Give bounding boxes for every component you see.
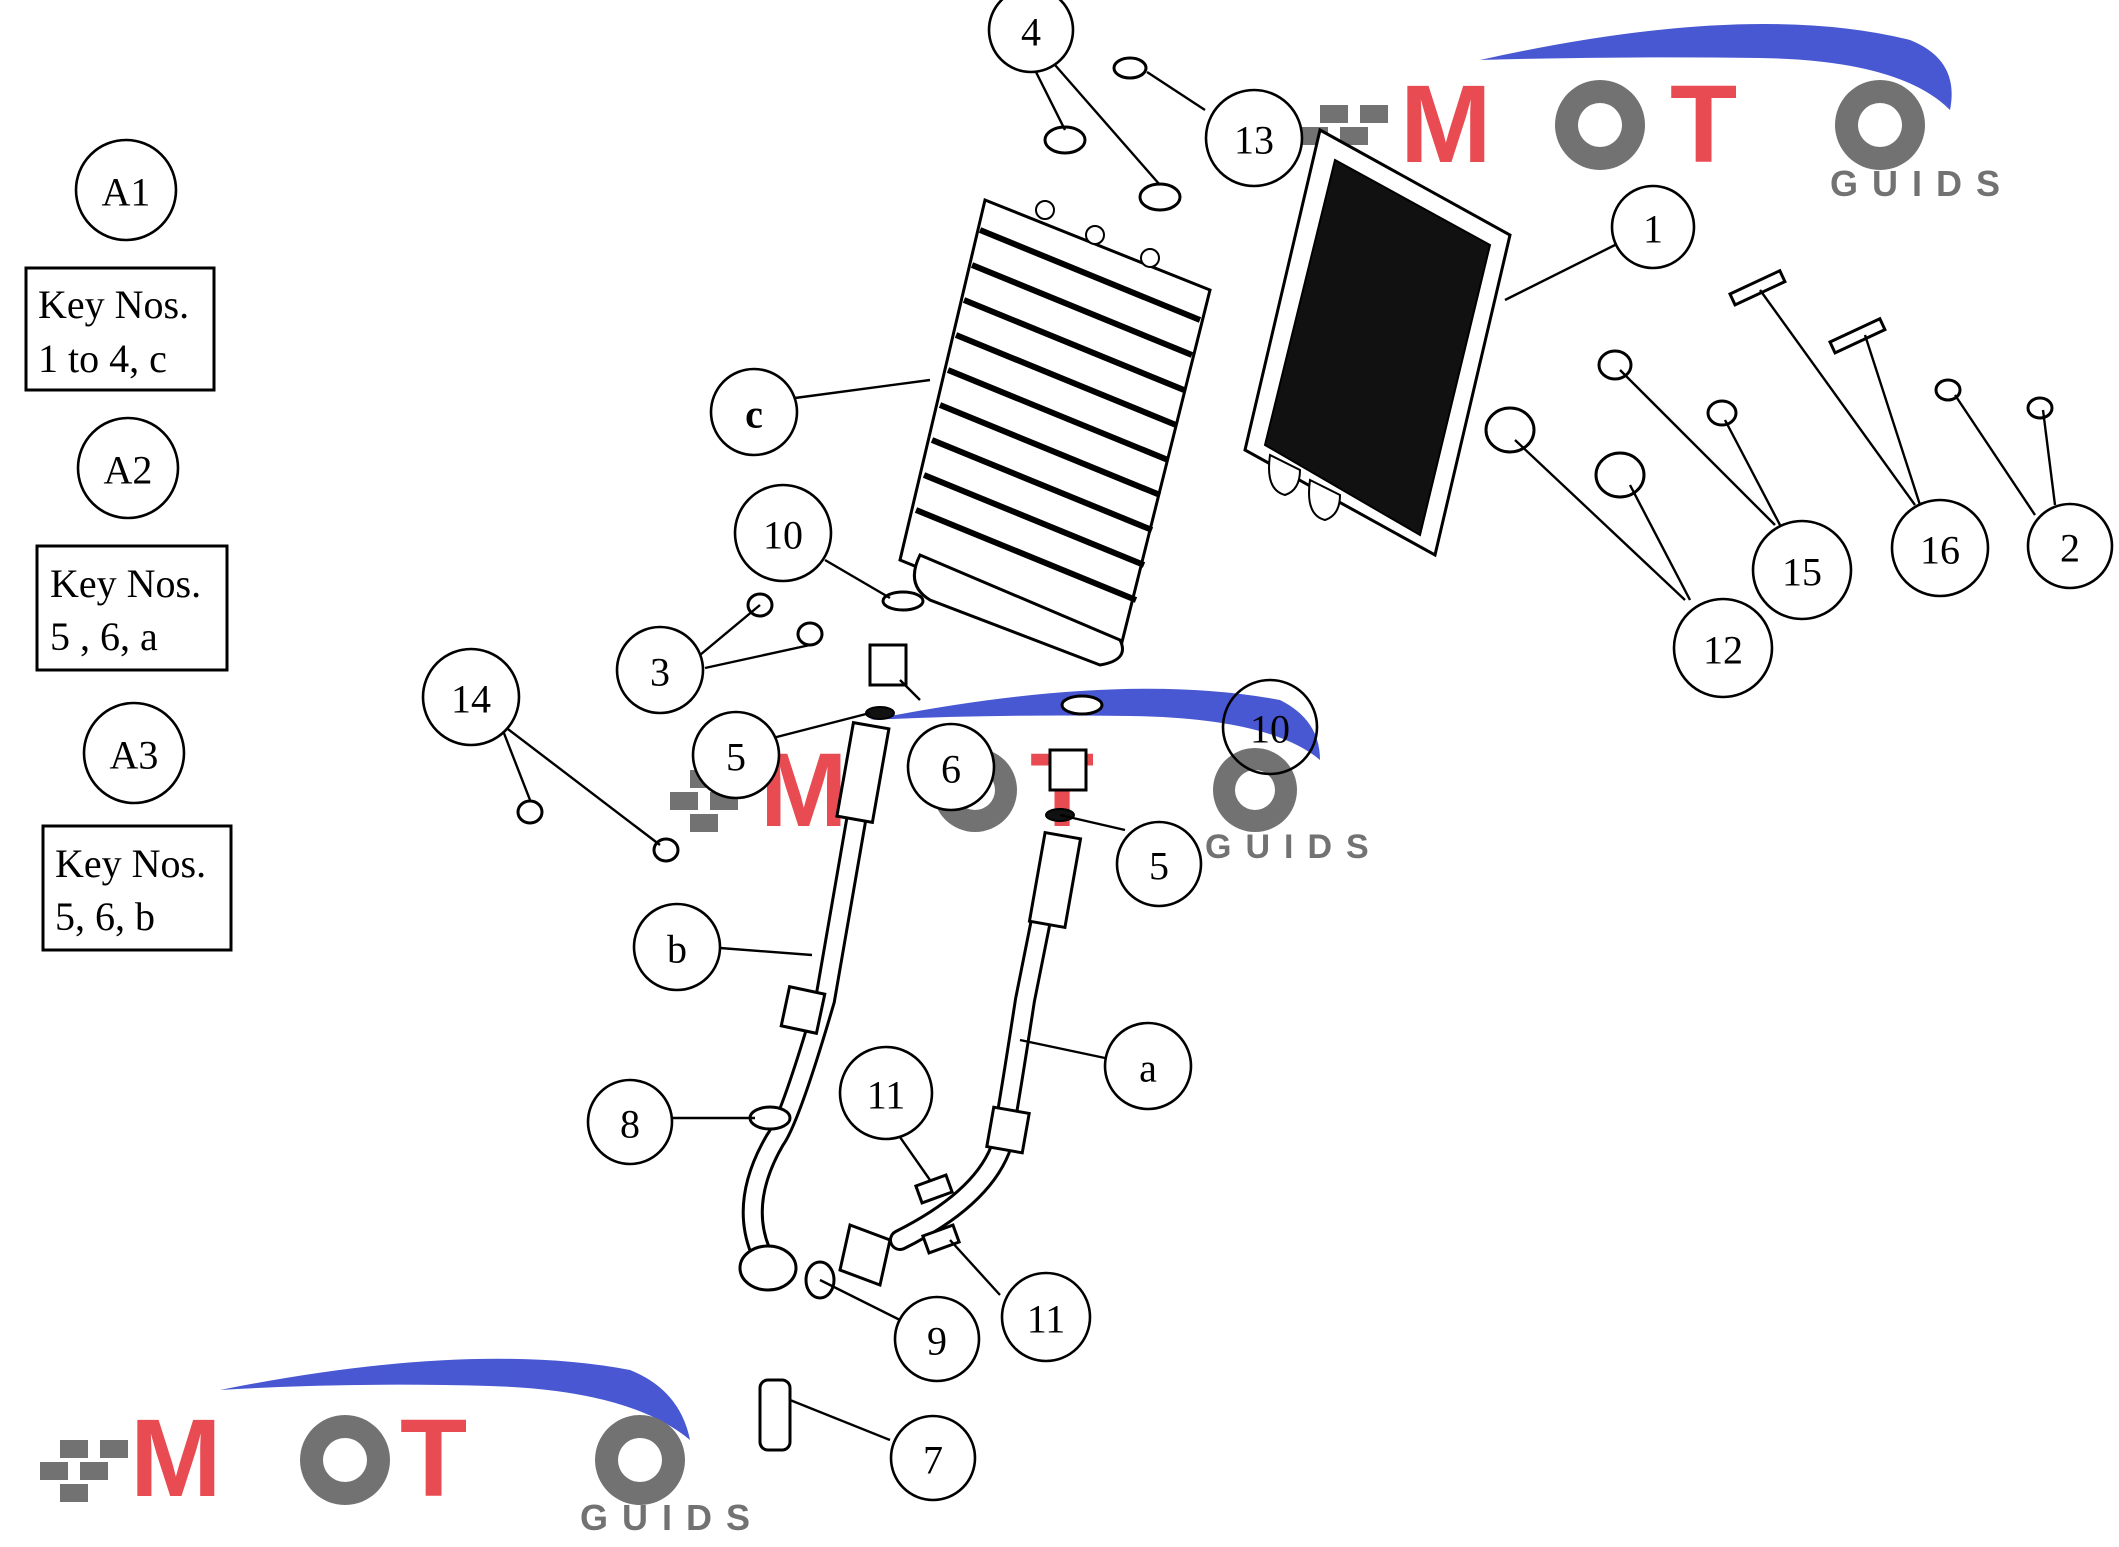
svg-text:3: 3 [650,650,670,695]
part-bolt-11b [920,1223,962,1255]
kit-id: A1 [102,170,151,215]
callout-11-lower: 11 [1000,1271,1092,1363]
kit-legend-a2: A2 Key Nos. 5 , 6, a [35,416,229,672]
kit-line1: Key Nos. [50,561,201,606]
callout-b: b [632,902,722,992]
svg-text:7: 7 [923,1438,943,1483]
callout-10-upper: 10 [733,483,833,583]
part-adapter-6a [868,643,908,687]
part-grommet-4b [1138,182,1182,212]
svg-text:10: 10 [763,513,803,558]
svg-text:T: T [1670,63,1737,186]
callout-6: 6 [906,722,996,812]
radiator-core [1243,127,1512,558]
callout-7: 7 [889,1414,977,1502]
oil-pipe-b [738,720,891,1292]
svg-text:13: 13 [1234,118,1274,163]
kit-legend-a3: A3 Key Nos. 5, 6, b [41,701,233,952]
svg-text:b: b [667,927,687,972]
callout-13: 13 [1204,88,1304,188]
part-mount-12a [1484,406,1536,454]
part-banjo-bolt-7 [758,1378,792,1452]
svg-text:5: 5 [726,735,746,780]
svg-text:c: c [745,392,763,437]
part-grommet-4a [1043,125,1087,155]
watermark-logo-top: M T GUIDS [1300,24,2014,204]
part-oring-8 [748,1105,792,1131]
part-screw-16a [1728,268,1787,307]
callout-12: 12 [1672,597,1774,699]
kit-line2: 5 , 6, a [50,614,158,659]
callout-8: 8 [586,1078,674,1166]
kit-id: A2 [104,448,153,493]
svg-text:2: 2 [2060,526,2080,571]
callout-11-upper: 11 [838,1045,934,1141]
oil-pipe-a [838,830,1083,1288]
watermark-logo-bottom: M T GUIDS [40,1358,764,1538]
svg-text:16: 16 [1920,528,1960,573]
kit-line2: 5, 6, b [55,894,155,939]
part-screw-16b [1828,316,1887,355]
kit-legend-a1: A1 Key Nos. 1 to 4, c [24,138,216,392]
svg-text:5: 5 [1149,844,1169,889]
callout-16: 16 [1890,498,1990,598]
part-nut-3b [796,621,824,647]
svg-text:GUIDS: GUIDS [1830,163,2014,204]
part-bolt-11a [913,1173,955,1205]
callout-2: 2 [2026,502,2114,590]
part-adapter-6b [1048,748,1088,792]
svg-text:4: 4 [1021,10,1041,55]
callout-5-lower: 5 [1115,820,1203,908]
svg-text:11: 11 [1027,1297,1066,1342]
svg-text:6: 6 [941,747,961,792]
svg-text:9: 9 [927,1319,947,1364]
leader-lines [498,59,2057,1442]
watermark-brand-m: M [1400,63,1492,186]
svg-text:T: T [400,1397,467,1520]
svg-text:M: M [130,1397,222,1520]
callout-4: 4 [987,0,1075,74]
callout-c: c [709,367,799,457]
callout-1: 1 [1610,184,1696,270]
svg-text:11: 11 [867,1073,906,1118]
oil-cooler-body [898,197,1212,667]
part-nut-14a [516,799,544,825]
svg-text:GUIDS: GUIDS [580,1497,764,1538]
part-screw-2a [1934,378,1962,402]
svg-text:8: 8 [620,1102,640,1147]
svg-text:15: 15 [1782,550,1822,595]
svg-text:1: 1 [1643,207,1663,252]
part-washer-10a [881,590,925,612]
callout-a: a [1103,1021,1193,1111]
callout-10-lower: 10 [1221,678,1319,776]
svg-text:14: 14 [451,677,491,722]
callout-5-upper: 5 [691,710,781,800]
part-mount-12b [1594,451,1646,499]
svg-text:10: 10 [1250,707,1290,752]
kit-line1: Key Nos. [38,282,189,327]
kit-id: A3 [110,733,159,778]
part-grommet-13 [1112,56,1148,80]
kit-line1: Key Nos. [55,841,206,886]
callout-3: 3 [615,625,705,715]
callout-9: 9 [893,1295,981,1383]
callout-14: 14 [421,647,521,747]
svg-text:GUIDS: GUIDS [1205,828,1383,866]
part-screw-2b [2026,396,2054,420]
svg-text:12: 12 [1703,628,1743,673]
part-spacer-15b [1706,399,1738,427]
kit-line2: 1 to 4, c [38,336,167,381]
part-washer-10b [1060,694,1104,716]
part-seal-5a [865,706,895,720]
callout-15: 15 [1751,519,1853,621]
svg-text:a: a [1139,1046,1157,1091]
